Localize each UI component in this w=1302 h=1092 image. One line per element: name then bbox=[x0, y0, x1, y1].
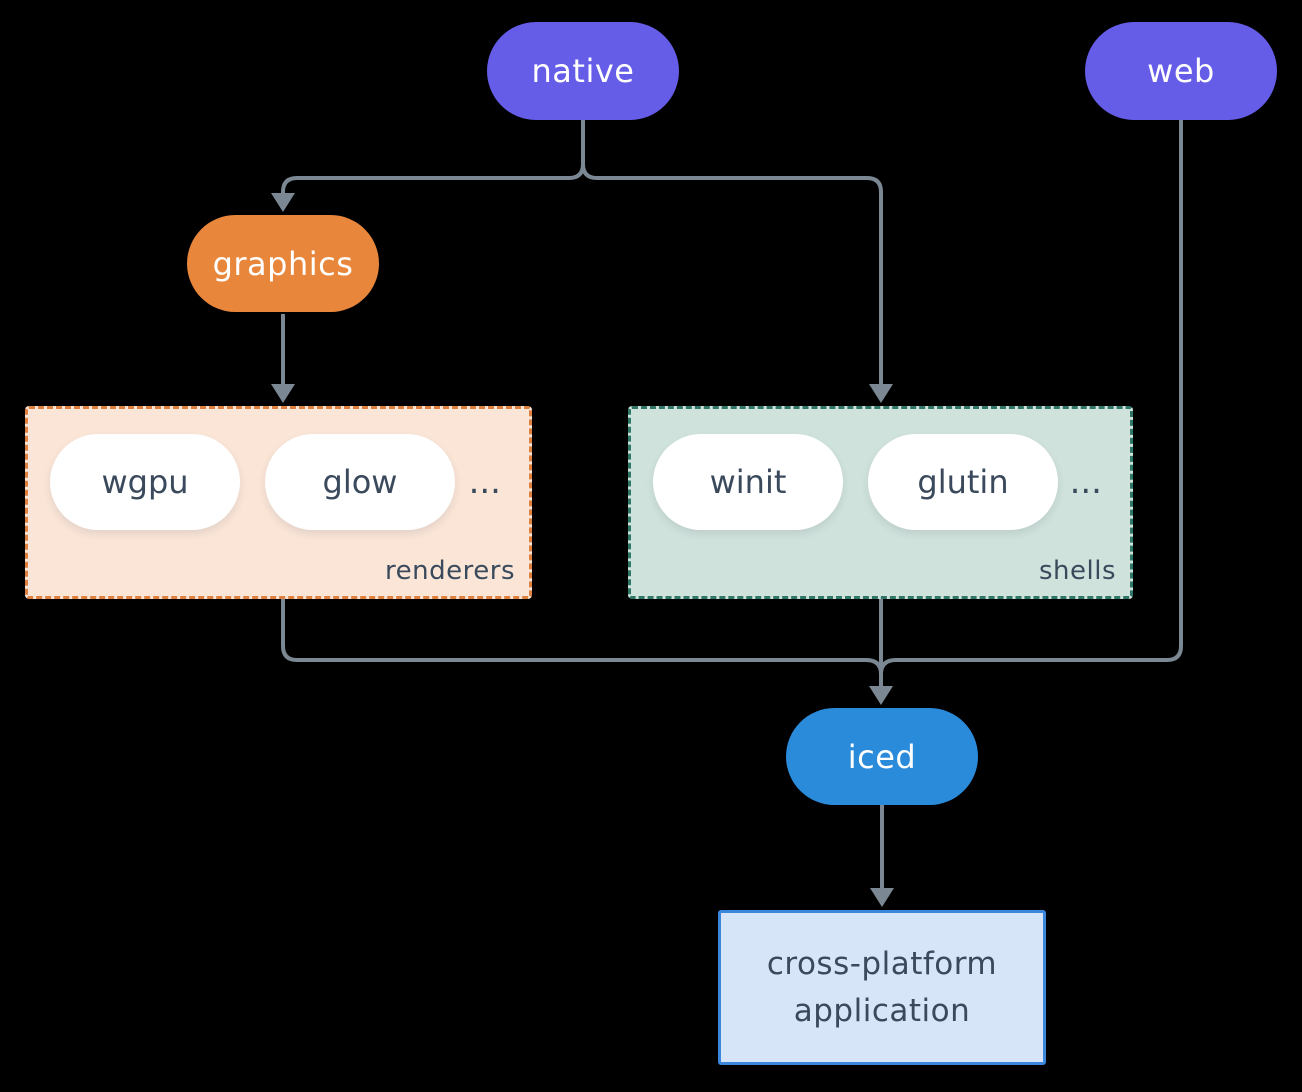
edge-native-shells bbox=[581, 120, 883, 384]
node-winit: winit bbox=[653, 434, 843, 530]
node-web: web bbox=[1085, 22, 1277, 120]
node-application-label-line1: cross-platform bbox=[766, 945, 998, 982]
shells-ellipsis: ... bbox=[1069, 462, 1102, 502]
node-native-label: native bbox=[531, 52, 635, 90]
node-wgpu: wgpu bbox=[50, 434, 240, 530]
node-iced-label: iced bbox=[847, 737, 917, 776]
node-web-label: web bbox=[1147, 52, 1215, 90]
node-glow-label: glow bbox=[322, 463, 398, 501]
node-graphics: graphics bbox=[187, 215, 379, 312]
node-iced: iced bbox=[786, 708, 978, 805]
shells-group-label: shells bbox=[1038, 556, 1116, 586]
node-glow: glow bbox=[265, 434, 455, 530]
renderers-ellipsis: ... bbox=[468, 462, 501, 502]
arrowhead-shells bbox=[869, 384, 893, 403]
arrowhead-application bbox=[870, 888, 894, 907]
arrowhead-graphics bbox=[271, 193, 295, 212]
edge-renderers-iced bbox=[281, 599, 883, 675]
renderers-group-label: renderers bbox=[385, 556, 515, 586]
group-renderers: wgpu glow ... renderers bbox=[25, 406, 532, 599]
node-native: native bbox=[487, 22, 679, 120]
group-shells: winit glutin ... shells bbox=[628, 406, 1133, 599]
node-winit-label: winit bbox=[709, 463, 787, 501]
node-application-label-line2: application bbox=[793, 992, 971, 1029]
edge-native-graphics bbox=[281, 120, 585, 194]
node-application: cross-platform application bbox=[718, 910, 1046, 1065]
node-wgpu-label: wgpu bbox=[101, 463, 189, 501]
node-glutin-label: glutin bbox=[917, 463, 1009, 501]
node-graphics-label: graphics bbox=[212, 244, 354, 283]
arrowhead-renderers bbox=[271, 384, 295, 403]
node-glutin: glutin bbox=[868, 434, 1058, 530]
arrowhead-iced bbox=[869, 686, 893, 705]
